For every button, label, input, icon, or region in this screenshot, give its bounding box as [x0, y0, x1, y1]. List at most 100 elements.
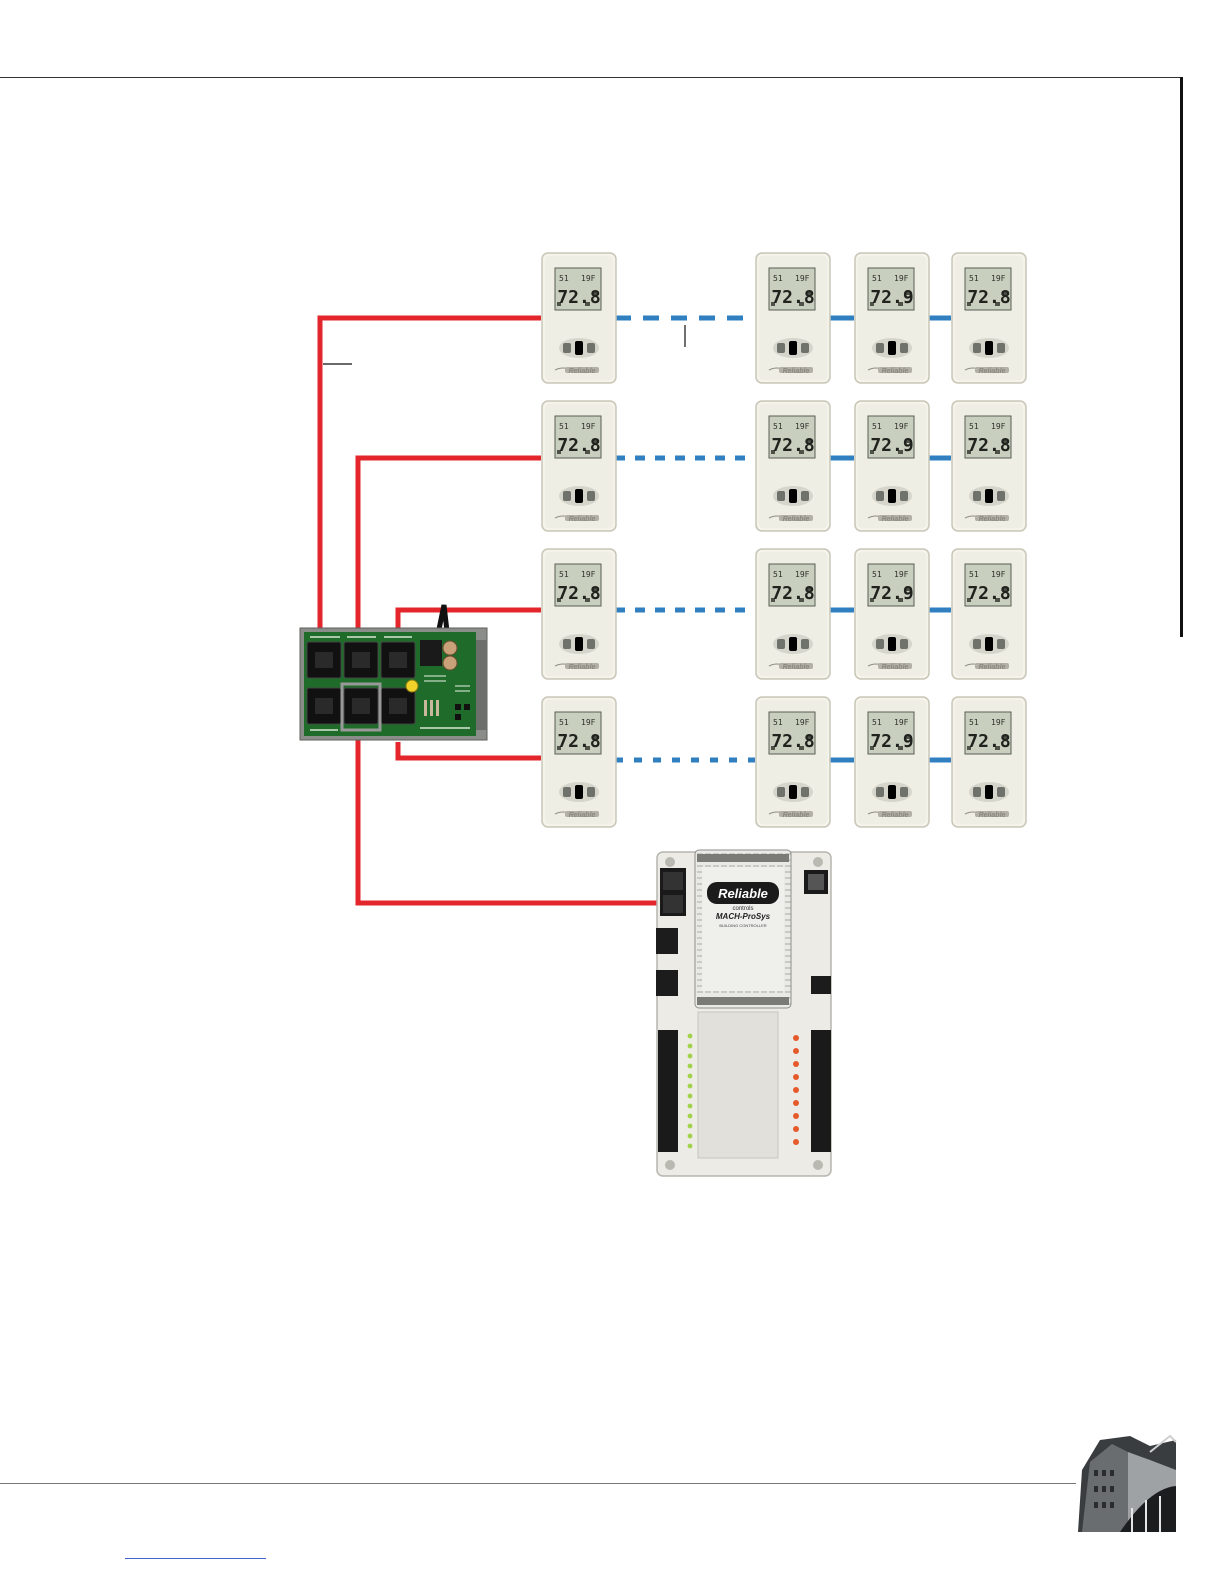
output-status-led: [793, 1048, 799, 1054]
thermostat-setpoint-left: 51: [773, 422, 783, 431]
output-status-led: [793, 1100, 799, 1106]
thermostat-brand-label: Reliable: [783, 516, 810, 523]
thermostat-setpoint-right: 19F: [795, 274, 810, 283]
output-status-led: [793, 1113, 799, 1119]
blue-solid-links: [829, 315, 951, 763]
thermostat-temperature-reading: 72.8: [557, 731, 600, 752]
output-status-led: [793, 1035, 799, 1041]
input-status-led: [687, 1053, 693, 1059]
thermostat-temperature-reading: 72.8: [771, 435, 814, 456]
input-status-led: [687, 1103, 693, 1109]
thermostat-brand-label: Reliable: [783, 812, 810, 819]
thermostat-setpoint-right: 19F: [894, 274, 909, 283]
input-status-led: [687, 1063, 693, 1069]
input-status-led: [687, 1043, 693, 1049]
red-network-cables: [317, 315, 665, 906]
thermostat-brand-label: Reliable: [979, 812, 1006, 819]
thermostat-temperature-reading: 72.8: [771, 731, 814, 752]
thermostat-brand-label: Reliable: [979, 664, 1006, 671]
thermostat-setpoint-right: 19F: [581, 570, 596, 579]
thermostat-temperature-reading: 72.8: [557, 287, 600, 308]
thermostat-temperature-reading: 72.9: [870, 731, 913, 752]
thermostat-setpoint-right: 19F: [991, 570, 1006, 579]
thermostat-setpoint-left: 51: [969, 422, 979, 431]
thermostat-brand-label: Reliable: [569, 368, 596, 375]
thermostat-temperature-reading: 72.8: [557, 583, 600, 604]
blue-dashed-links: [615, 315, 755, 763]
thermostat-temperature-reading: 72.8: [967, 731, 1010, 752]
thermostat-brand-label: Reliable: [882, 516, 909, 523]
thermostat-brand-label: Reliable: [569, 812, 596, 819]
thermostat-setpoint-right: 19F: [581, 422, 596, 431]
thermostat-setpoint-left: 51: [969, 570, 979, 579]
thermostat-setpoint-right: 19F: [894, 422, 909, 431]
thermostat-setpoint-right: 19F: [581, 274, 596, 283]
thermostat-setpoint-left: 51: [559, 422, 569, 431]
thermostat-setpoint-right: 19F: [894, 718, 909, 727]
thermostat-setpoint-right: 19F: [991, 718, 1006, 727]
input-status-led: [687, 1133, 693, 1139]
thermostat-setpoint-left: 51: [872, 422, 882, 431]
thermostat-brand-label: Reliable: [882, 664, 909, 671]
callout-leaders: [323, 325, 686, 365]
thermostat-temperature-reading: 72.9: [870, 287, 913, 308]
thermostat-setpoint-right: 19F: [795, 422, 810, 431]
footer-rule: [0, 1483, 1076, 1484]
thermostat-setpoint-left: 51: [559, 274, 569, 283]
thermostat-setpoint-right: 19F: [795, 718, 810, 727]
thermostat-setpoint-right: 19F: [894, 570, 909, 579]
controller-model: MACH-ProSys: [716, 912, 771, 921]
input-status-led: [687, 1073, 693, 1079]
thermostat-setpoint-left: 51: [559, 570, 569, 579]
thermostat-temperature-reading: 72.9: [870, 583, 913, 604]
thermostat-brand-label: Reliable: [979, 368, 1006, 375]
thermostat-setpoint-left: 51: [872, 718, 882, 727]
footer-link-underline: [125, 1558, 266, 1559]
top-rule: [0, 77, 1182, 78]
input-status-led: [687, 1083, 693, 1089]
thermostat-temperature-reading: 72.8: [771, 583, 814, 604]
controller-brand-sub: controls: [732, 906, 753, 912]
thermostat-brand-label: Reliable: [882, 368, 909, 375]
thermostat-brand-label: Reliable: [569, 664, 596, 671]
output-status-led: [793, 1074, 799, 1080]
thermostat-temperature-reading: 72.9: [870, 435, 913, 456]
building-photo-icon: [1078, 1434, 1177, 1532]
thermostat-setpoint-right: 19F: [991, 274, 1006, 283]
thermostat-brand-label: Reliable: [783, 368, 810, 375]
thermostat-setpoint-left: 51: [872, 570, 882, 579]
input-status-led: [687, 1143, 693, 1149]
input-status-led: [687, 1113, 693, 1119]
thermostat-setpoint-left: 51: [872, 274, 882, 283]
thermostat-temperature-reading: 72.8: [771, 287, 814, 308]
input-status-led: [687, 1093, 693, 1099]
thermostat-setpoint-left: 51: [773, 718, 783, 727]
mach-prosys-controller: Reliable controls MACH-ProSys BUILDING C…: [656, 849, 832, 1177]
thermostat-setpoint-right: 19F: [581, 718, 596, 727]
controller-brand: Reliable: [718, 886, 768, 901]
thermostat-setpoint-left: 51: [773, 570, 783, 579]
output-status-led: [793, 1139, 799, 1145]
thermostat-setpoint-left: 51: [969, 274, 979, 283]
input-status-led: [687, 1123, 693, 1129]
thermostat-brand-label: Reliable: [979, 516, 1006, 523]
thermostat-brand-label: Reliable: [882, 812, 909, 819]
thermostat-temperature-reading: 72.8: [967, 287, 1010, 308]
right-edge-rule: [1180, 77, 1183, 637]
thermostat-setpoint-right: 19F: [795, 570, 810, 579]
